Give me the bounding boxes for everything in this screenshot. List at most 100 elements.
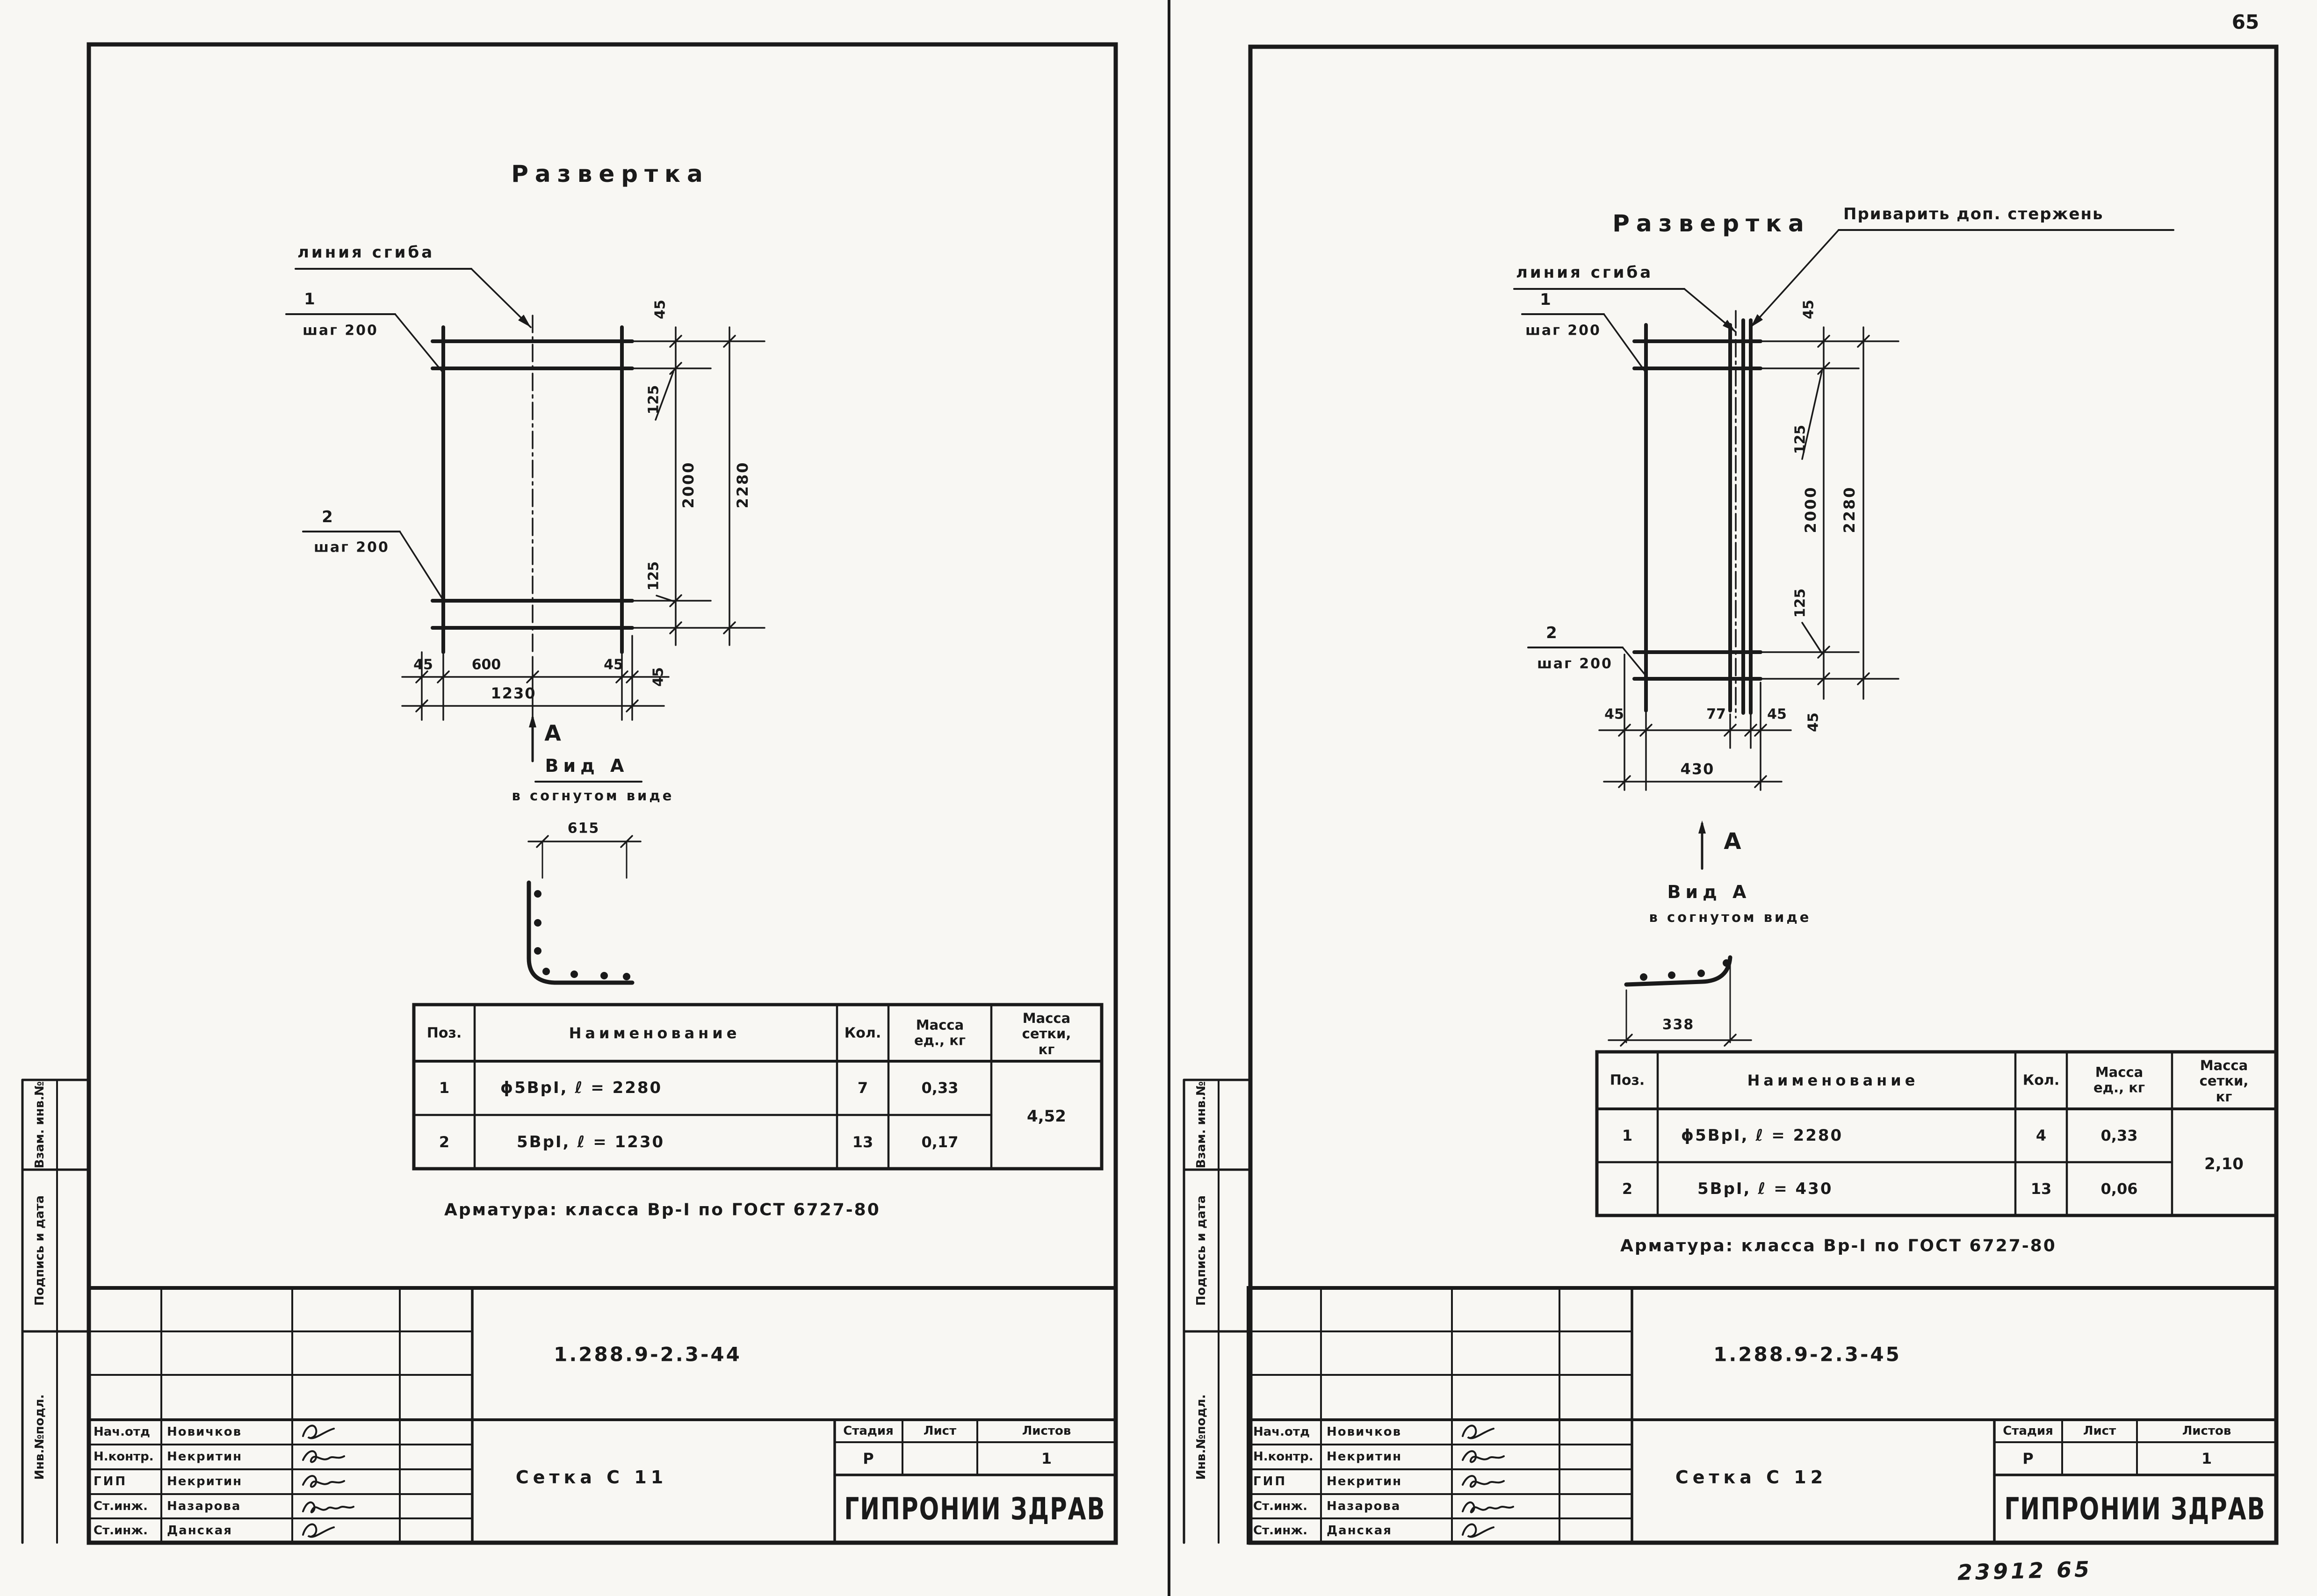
right-weld-note: Приварить доп. стержень: [1843, 205, 2104, 223]
right-bottom-dims: [1598, 654, 1792, 791]
left-signatures: [302, 1424, 354, 1538]
left-person-1: Новичков: [167, 1425, 242, 1439]
left-th-mesh-mass: Масса сетки, кг: [1022, 1010, 1071, 1057]
right-section-marker: А: [1724, 828, 1741, 855]
right-role-4: Ст.инж.: [1253, 1499, 1307, 1513]
left-margin-inv: Инв.№подл.: [33, 1394, 47, 1480]
right-row2-unit-mass: 0,06: [2100, 1180, 2138, 1198]
left-dim-bottom-2: 600: [471, 656, 501, 673]
left-right-dims: [631, 326, 765, 646]
left-doc-number: 1.288.9-2.3-44: [554, 1343, 742, 1366]
right-callout1-num: 1: [1540, 290, 1551, 309]
right-row1-qty: 4: [2035, 1127, 2047, 1144]
right-stage-value: Р: [2022, 1450, 2034, 1467]
right-role-1: Нач.отд: [1253, 1425, 1310, 1439]
left-bent-view: [527, 835, 642, 985]
right-th-unit-mass: Масса ед., кг: [2093, 1064, 2145, 1096]
left-person-4: Назарова: [167, 1499, 241, 1513]
right-dim-edge-top: 45: [1800, 300, 1817, 319]
left-section-title: Вид А: [545, 755, 629, 776]
left-person-2: Некритин: [167, 1450, 243, 1464]
right-row2-pos: 2: [1622, 1180, 1633, 1198]
left-row1-unit-mass: 0,33: [921, 1079, 959, 1097]
right-dim-bottom-rot: 45: [1805, 712, 1822, 732]
sheet-frames: [87, 0, 2279, 1596]
right-margin-sign: Подпись и дата: [1194, 1195, 1208, 1306]
left-th-name: Наименование: [569, 1024, 741, 1042]
right-row2-name: 5ВрI, ℓ = 430: [1697, 1179, 1833, 1198]
left-section-arrow: [529, 714, 642, 783]
left-dim-bottom-1: 45: [413, 656, 433, 673]
left-dim-bottom-3: 45: [604, 656, 623, 673]
right-rebar-note: Арматура: класса Вр-I по ГОСТ 6727-80: [1620, 1236, 2057, 1256]
right-section-title: Вид А: [1667, 882, 1751, 902]
right-role-3: ГИП: [1253, 1474, 1287, 1488]
left-role-4: Ст.инж.: [94, 1499, 148, 1513]
left-row2-unit-mass: 0,17: [921, 1133, 959, 1151]
right-development-view: [1247, 229, 2278, 1545]
right-person-5: Данская: [1327, 1524, 1392, 1538]
left-stage-value: Р: [863, 1450, 874, 1467]
right-callout2-num: 2: [1546, 624, 1557, 642]
left-dim-width-total: 1230: [491, 684, 536, 702]
left-row2-name: 5ВрI, ℓ = 1230: [517, 1133, 665, 1151]
right-fold-label: линия сгиба: [1516, 263, 1653, 282]
right-callout1-label: шаг 200: [1525, 322, 1601, 339]
left-sheet-label: Лист: [923, 1424, 957, 1438]
left-callout2-label: шаг 200: [314, 539, 390, 556]
right-role-2: Н.контр.: [1253, 1450, 1314, 1464]
left-margin-sign: Подпись и дата: [33, 1195, 47, 1306]
left-sheets-value: 1: [1041, 1450, 1052, 1467]
left-dim-gap-bottom: 125: [645, 561, 662, 591]
left-margin-vzam: Взам. инв.№: [33, 1081, 47, 1169]
right-callouts: [1521, 313, 1648, 678]
right-stage-label: Стадия: [2003, 1424, 2053, 1438]
left-person-3: Некритин: [167, 1474, 243, 1488]
left-dim-edge-top: 45: [652, 300, 669, 319]
right-role-5: Ст.инж.: [1253, 1524, 1307, 1538]
left-callouts: [285, 313, 445, 603]
right-callout2-label: шаг 200: [1537, 655, 1613, 672]
right-person-2: Некритин: [1327, 1450, 1402, 1464]
right-sheet-label: Лист: [2083, 1424, 2116, 1438]
left-person-5: Данская: [167, 1524, 232, 1538]
right-margin-inv: Инв.№подл.: [1194, 1394, 1208, 1480]
right-sheets-label: Листов: [2182, 1424, 2231, 1438]
left-dim-bottom-rot: 45: [650, 667, 667, 687]
left-role-5: Ст.инж.: [94, 1524, 148, 1538]
right-dim-width-total: 430: [1680, 760, 1715, 778]
left-th-pos: Поз.: [426, 1025, 462, 1042]
left-section-marker: А: [544, 720, 561, 746]
left-dim-overall: 2280: [734, 461, 751, 509]
left-total-mass: 4,52: [1027, 1107, 1066, 1126]
right-th-name: Наименование: [1747, 1071, 1919, 1089]
right-row1-pos: 1: [1622, 1127, 1633, 1144]
left-th-unit-mass: Масса ед., кг: [914, 1017, 966, 1049]
right-weld-leader: [1750, 229, 2174, 328]
right-view-title: Развертка: [1612, 210, 1811, 237]
right-row2-qty: 13: [2030, 1180, 2052, 1198]
left-org-name: ГИПРОНИИ ЗДРАВ: [844, 1491, 1106, 1527]
right-dim-bent-width: 338: [1662, 1016, 1695, 1033]
right-dim-overall: 2280: [1841, 486, 1858, 533]
right-row1-name: ϕ5ВрI, ℓ = 2280: [1681, 1126, 1843, 1145]
left-development-view: [87, 268, 1118, 1545]
page-number: 65: [2231, 10, 2259, 34]
left-margin-grid: [21, 1078, 90, 1544]
left-title-block: [87, 1286, 1118, 1545]
left-role-1: Нач.отд: [94, 1425, 150, 1439]
left-role-3: ГИП: [94, 1474, 128, 1488]
right-org-name: ГИПРОНИИ ЗДРАВ: [2004, 1491, 2266, 1527]
left-callout1-label: шаг 200: [303, 322, 378, 339]
left-callout2-num: 2: [322, 508, 333, 526]
right-dim-bottom-2: 77: [1706, 706, 1726, 723]
right-dim-gap-top: 125: [1792, 424, 1809, 454]
right-total-mass: 2,10: [2204, 1155, 2244, 1173]
right-parts-table: [1595, 1050, 2278, 1217]
handwritten-stamp: 23912 65: [1957, 1556, 2093, 1585]
left-role-2: Н.контр.: [94, 1450, 154, 1464]
left-row1-name: ϕ5ВрI, ℓ = 2280: [500, 1078, 663, 1097]
left-dim-inner: 2000: [679, 461, 697, 509]
left-row1-qty: 7: [857, 1079, 868, 1097]
